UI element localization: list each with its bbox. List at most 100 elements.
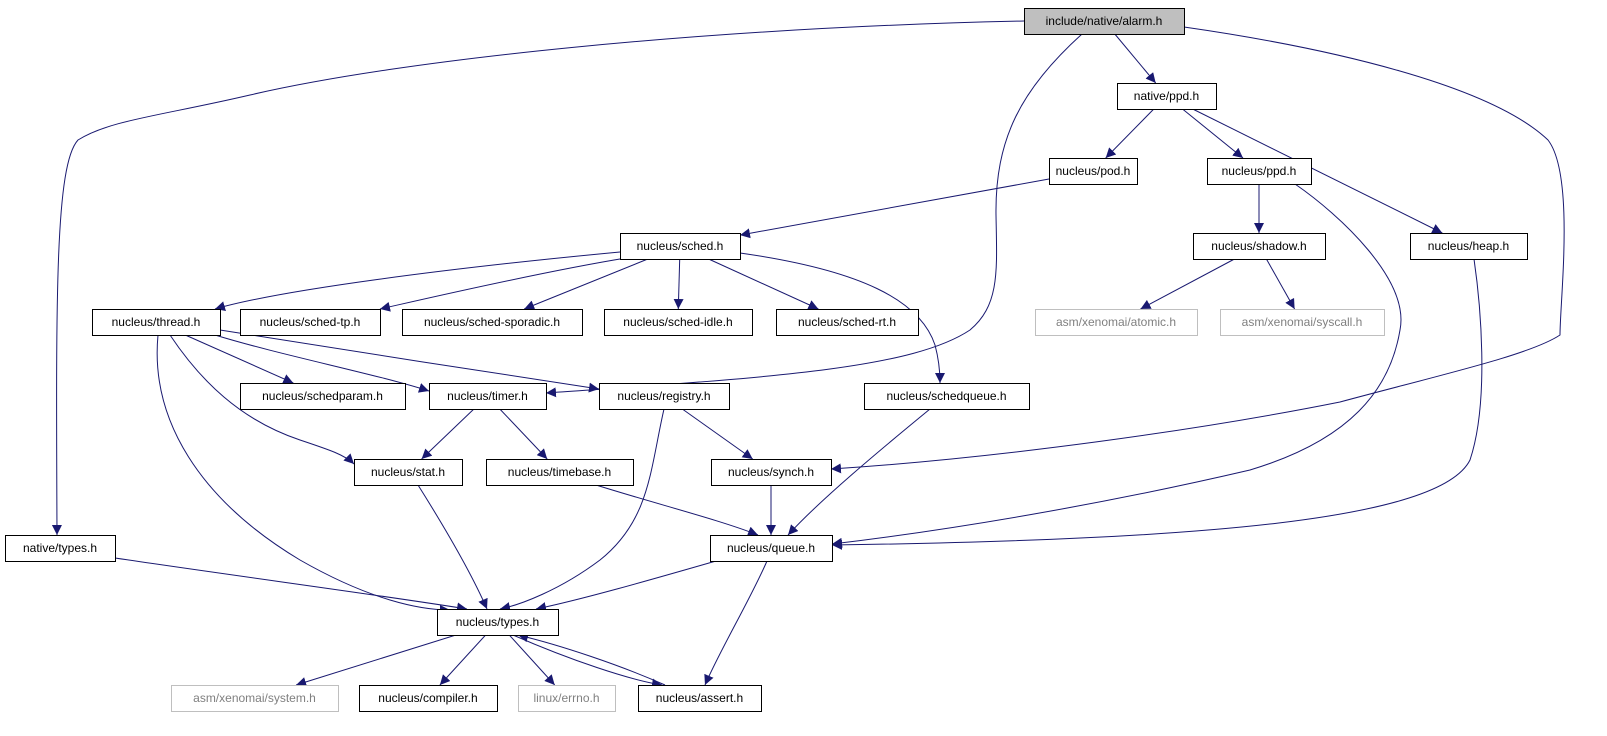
edge-nucleus-heap-to-queue [831,258,1483,550]
node-box [599,383,730,410]
node-label: nucleus/registry.h [617,389,710,403]
edge-nucleus-types-to-asm-system [295,634,457,687]
node-native-types[interactable]: native/types.h [5,535,116,562]
edge-native-ppd-to-nucleus-pod [1105,108,1155,159]
edge-native-ppd-to-nucleus-ppd [1182,108,1244,159]
node-label: nucleus/schedparam.h [262,389,383,403]
node-label: nucleus/heap.h [1428,239,1509,253]
node-nucleus-heap[interactable]: nucleus/heap.h [1410,233,1528,260]
node-box [437,609,559,636]
edge-nucleus-thread-to-registry [219,329,600,393]
node-label: nucleus/queue.h [727,541,815,555]
node-label: linux/errno.h [533,691,599,705]
node-queue[interactable]: nucleus/queue.h [710,535,833,562]
node-box [604,309,753,336]
node-label: nucleus/schedqueue.h [886,389,1006,403]
node-nucleus-shadow[interactable]: nucleus/shadow.h [1193,233,1326,260]
edge-alarm-to-synch [830,26,1565,474]
node-layer: include/native/alarm.h native/ppd.h nucleu… [5,8,1528,712]
edge-nucleus-sched-to-schedqueue [739,252,945,384]
node-registry[interactable]: nucleus/registry.h [599,383,730,410]
node-box [92,309,221,336]
edge-nucleus-ppd-to-queue [831,183,1402,548]
node-schedqueue[interactable]: nucleus/schedqueue.h [864,383,1030,410]
node-native-ppd[interactable]: native/ppd.h [1117,83,1217,110]
node-nucleus-thread[interactable]: nucleus/thread.h [92,309,221,336]
node-box [486,459,634,486]
node-label: asm/xenomai/system.h [193,691,316,705]
node-label: asm/xenomai/atomic.h [1056,315,1176,329]
node-synch[interactable]: nucleus/synch.h [711,459,832,486]
edge-nucleus-sched-to-sched-idle [673,258,684,310]
node-label: native/types.h [23,541,97,555]
node-box [1117,83,1217,110]
node-box [1193,233,1326,260]
node-label: asm/xenomai/syscall.h [1242,315,1363,329]
edge-nucleus-thread-to-nucleus-types [156,334,451,615]
node-box [864,383,1030,410]
node-nucleus-pod[interactable]: nucleus/pod.h [1049,158,1138,185]
edge-nucleus-types-to-compiler [439,634,486,686]
node-sched-rt[interactable]: nucleus/sched-rt.h [776,309,919,336]
edge-nucleus-shadow-to-asm-syscall [1265,258,1296,310]
node-label: nucleus/shadow.h [1211,239,1306,253]
node-asm-syscall: asm/xenomai/syscall.h [1220,309,1385,336]
edge-nucleus-pod-to-nucleus-sched [739,178,1050,239]
edge-nucleus-sched-to-nucleus-thread [214,251,621,311]
node-stat[interactable]: nucleus/stat.h [354,459,463,486]
node-sched-tp[interactable]: nucleus/sched-tp.h [240,309,381,336]
node-nucleus-ppd[interactable]: nucleus/ppd.h [1207,158,1312,185]
node-timebase[interactable]: nucleus/timebase.h [486,459,634,486]
node-assert[interactable]: nucleus/assert.h [638,685,762,712]
node-label: nucleus/thread.h [112,315,201,329]
node-linux-errno: linux/errno.h [518,685,616,712]
edge-native-ppd-to-nucleus-heap [1192,108,1443,234]
node-box [240,309,381,336]
node-label: nucleus/pod.h [1056,164,1131,178]
edge-alarm-to-timer [545,33,1083,398]
node-schedparam[interactable]: nucleus/schedparam.h [240,383,406,410]
edge-nucleus-thread-to-schedparam [185,334,294,384]
edge-registry-to-nucleus-types [499,408,665,612]
node-label: nucleus/stat.h [371,465,445,479]
node-label: nucleus/sched-sporadic.h [424,315,560,329]
node-sched-idle[interactable]: nucleus/sched-idle.h [604,309,753,336]
node-box [171,685,339,712]
node-label: nucleus/assert.h [656,691,743,705]
node-box [5,535,116,562]
node-asm-atomic: asm/xenomai/atomic.h [1035,309,1198,336]
edge-alarm-to-native-types [51,20,1025,536]
node-box [359,685,498,712]
node-label: nucleus/timebase.h [508,465,611,479]
node-box [638,685,762,712]
node-box [620,233,741,260]
node-box [1035,309,1198,336]
edge-stat-to-nucleus-types [417,484,488,610]
node-label: nucleus/compiler.h [378,691,477,705]
edge-queue-to-nucleus-types [535,560,717,612]
edge-nucleus-thread-to-stat [169,334,355,465]
edge-queue-to-assert [704,560,768,686]
node-box [711,459,832,486]
node-box [354,459,463,486]
node-box [1024,8,1185,35]
node-box [240,383,406,410]
edge-nucleus-sched-to-sched-sporadic [524,258,648,310]
node-box [402,309,583,336]
node-timer[interactable]: nucleus/timer.h [429,383,547,410]
node-box [1207,158,1312,185]
node-label: nucleus/sched-idle.h [623,315,732,329]
node-nucleus-types[interactable]: nucleus/types.h [437,609,559,636]
node-box [1410,233,1528,260]
node-compiler[interactable]: nucleus/compiler.h [359,685,498,712]
node-label: nucleus/timer.h [447,389,528,403]
node-sched-sporadic[interactable]: nucleus/sched-sporadic.h [402,309,583,336]
edge-nucleus-shadow-to-asm-atomic [1140,258,1235,310]
node-label: nucleus/ppd.h [1222,164,1297,178]
node-nucleus-sched[interactable]: nucleus/sched.h [620,233,741,260]
edge-assert-to-nucleus-types [517,632,666,686]
edge-nucleus-sched-to-sched-tp [379,257,627,312]
node-alarm[interactable]: include/native/alarm.h [1024,8,1185,35]
node-box [1220,309,1385,336]
